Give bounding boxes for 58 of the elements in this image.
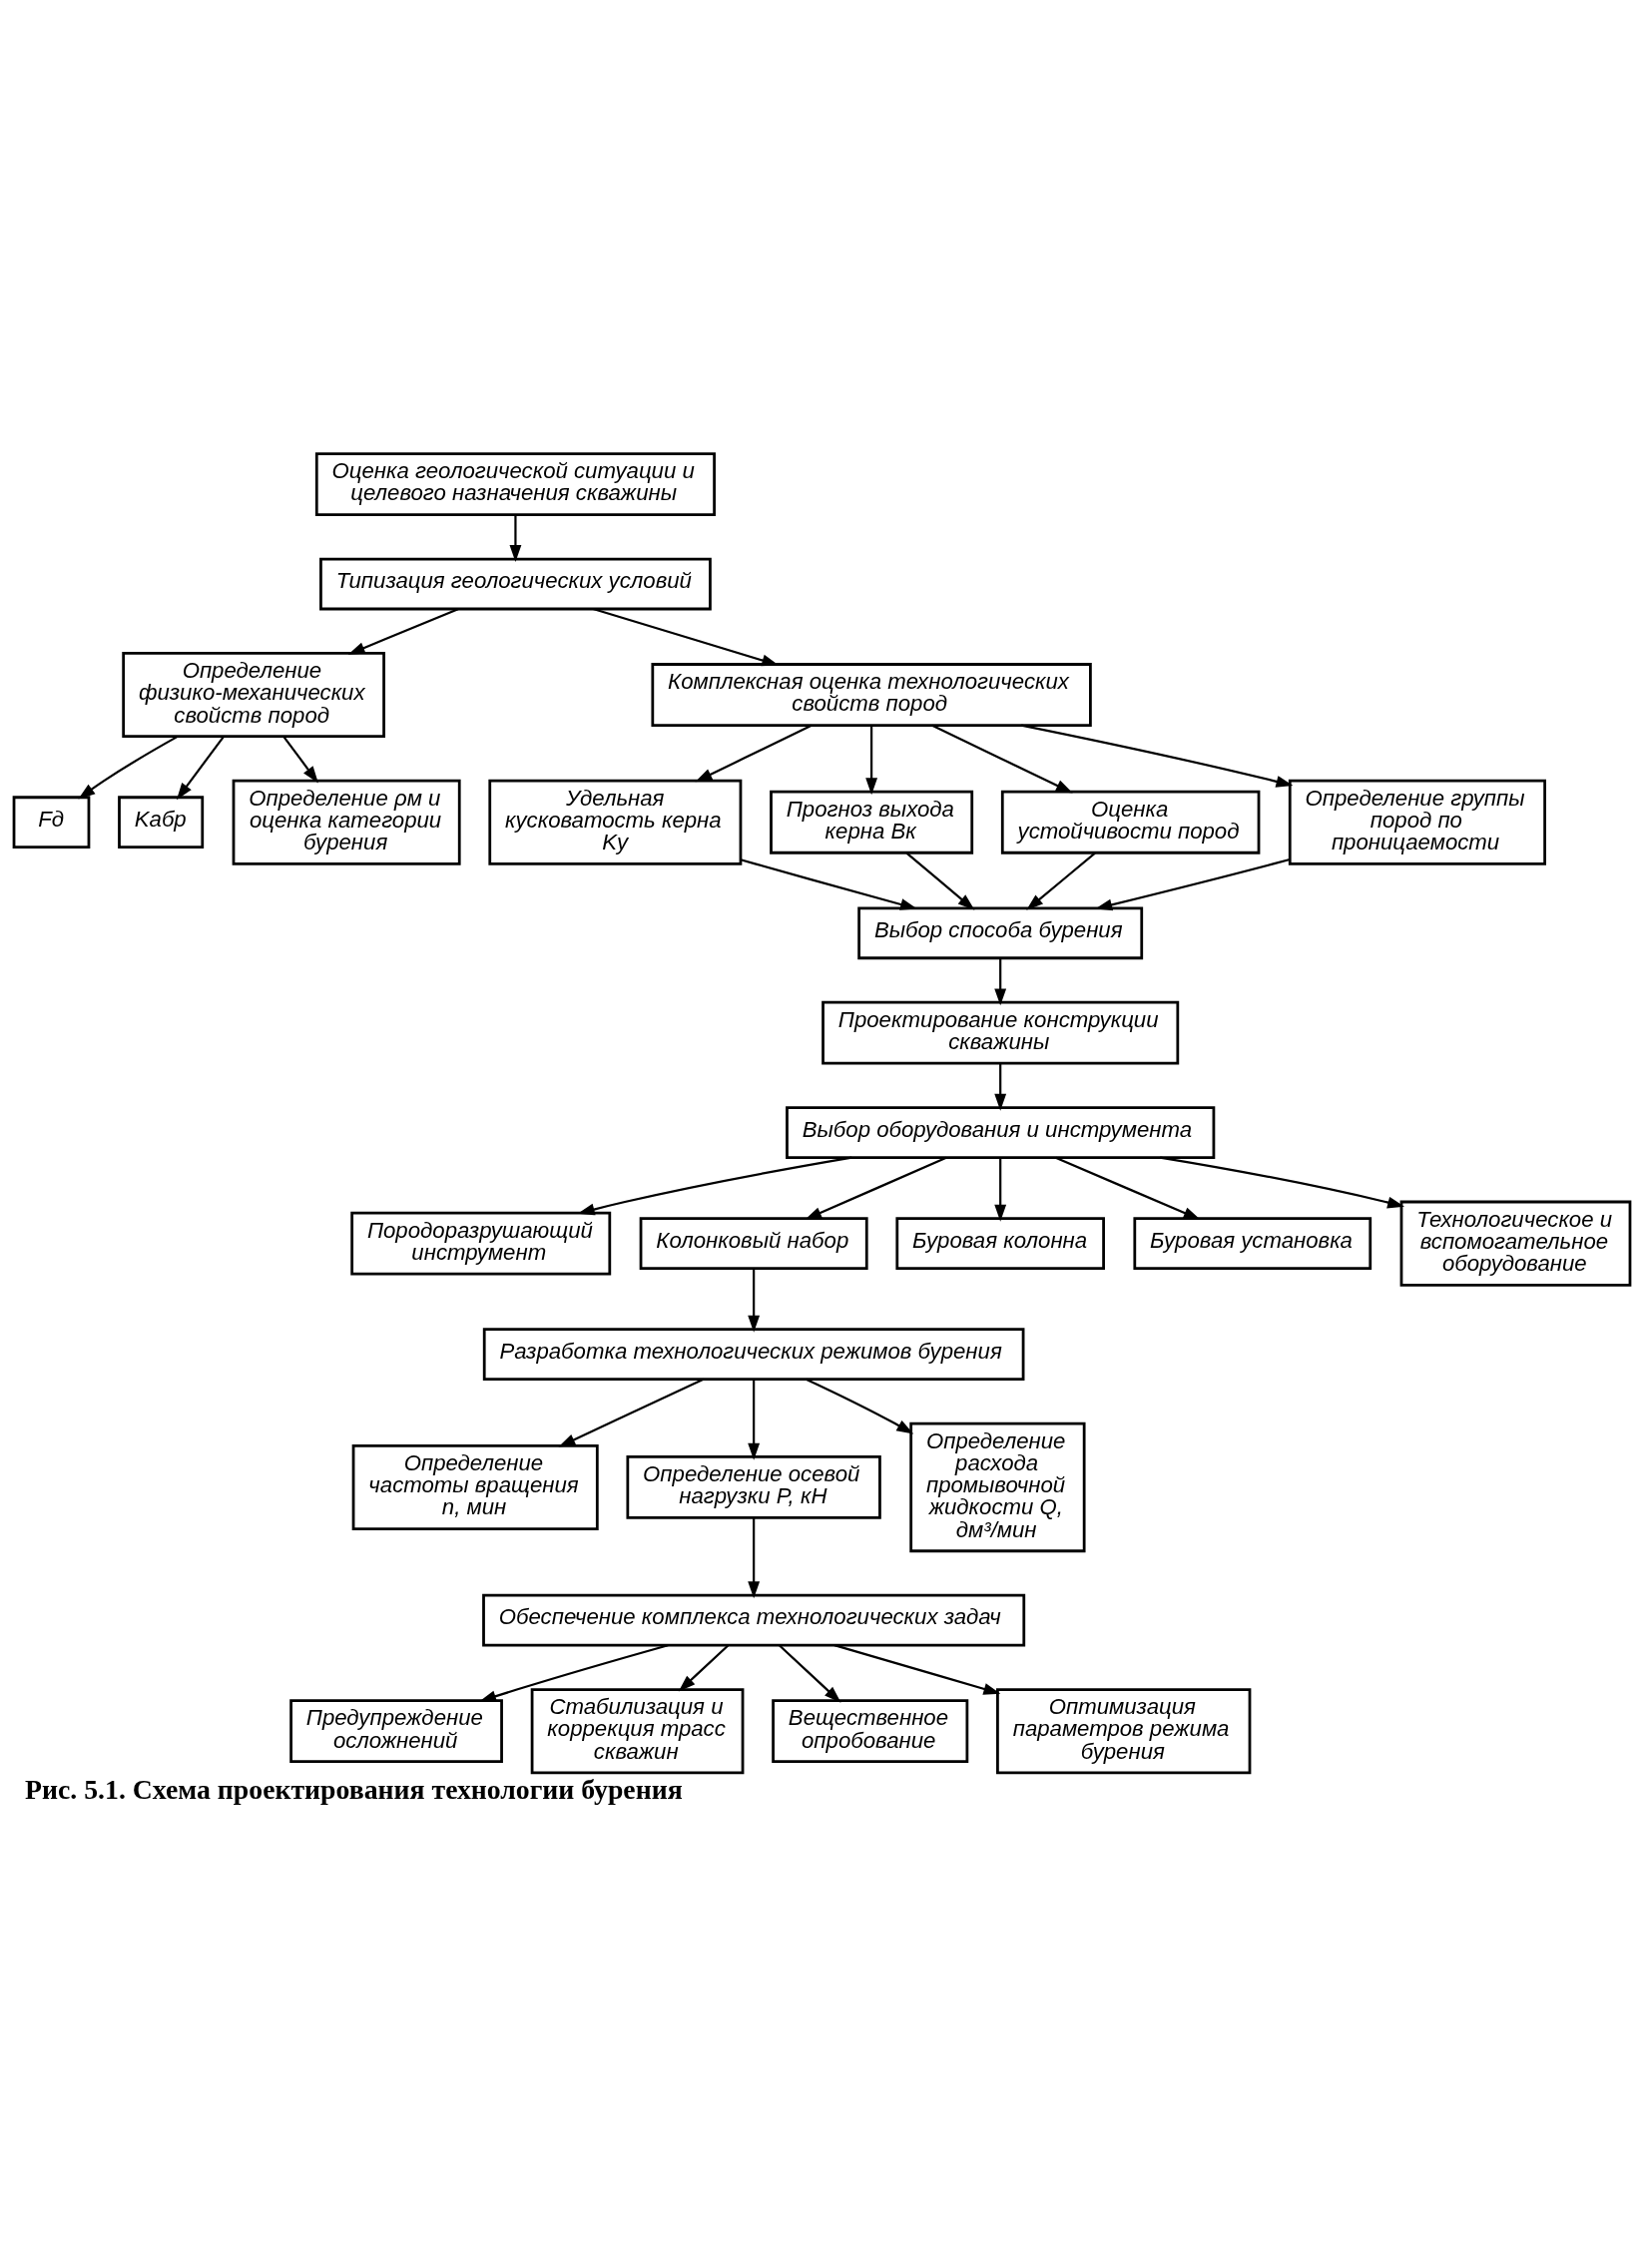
arrow [1095,857,1291,911]
node-box: Стабилизация и коррекция трасс скважин [530,1688,745,1775]
node-box: Типизация геологических условий [319,557,712,611]
node-box: Оценка устойчивости пород [1000,790,1261,854]
node-box: Определение группы пород по проницаемости [1288,779,1547,865]
node-box: Породоразрушающий инструмент [350,1211,612,1276]
node-box: Оценка геологической ситуации и целевого назначения скважины [314,452,716,516]
arrow [282,736,318,784]
arrow [678,1644,730,1692]
arrow [558,1378,705,1447]
arrow [748,1269,761,1333]
node-box: Определение ρм и оценка категории бурения [232,779,461,865]
arrow [806,1378,914,1434]
node-box: Комплексная оценка технологических свойств пород [651,663,1092,727]
arrow [509,514,522,563]
arrow [1160,1156,1405,1209]
node-box: Буровая колонна [895,1217,1105,1270]
arrow [865,726,878,796]
node-box: Kабр [118,796,205,850]
arrow [748,1517,761,1599]
arrow [905,851,975,910]
node-box: Определение физико-механических свойств пород [122,652,385,739]
arrow [347,608,459,655]
node-box: Колонковый набор [639,1217,868,1270]
arrow [78,735,179,800]
arrow [695,724,813,783]
arrow [805,1156,947,1220]
node-box: Удельная кусковатость керна Kу [488,779,743,865]
node-box: Предупреждение осложнений [289,1699,503,1764]
arrow [833,1644,1001,1695]
node-box: Определение частоты вращения n, мин [351,1443,599,1530]
node-box: Проектирование конструкции скважины [822,1000,1180,1065]
node-box: Определение осевой нагрузки P, кН [626,1455,881,1519]
arrow [1026,851,1096,910]
node-box: Разработка технологических режимов бурения [482,1328,1025,1382]
node-box: Выбор оборудования и инструмента [786,1106,1216,1159]
node-box: Буровая установка [1133,1217,1372,1270]
arrow [994,958,1007,1006]
arrow [479,1644,669,1702]
node-box: Технологическое и вспомогательное оборудование [1399,1200,1632,1287]
node-box: Обеспечение комплекса технологических задач [482,1593,1026,1647]
arrow [740,858,917,910]
node-box: Fд [12,796,91,850]
arrow [176,736,225,801]
node-box: Прогноз выхода керна Bк [770,790,974,854]
arrow [994,1158,1007,1222]
arrow [931,724,1073,794]
node-box: Выбор способа бурения [857,906,1144,960]
arrow [748,1380,761,1460]
arrow [577,1156,852,1216]
arrow [1020,724,1294,788]
arrow [994,1063,1007,1111]
node-box: Вещественное опробование [772,1699,969,1764]
arrow [1055,1156,1201,1220]
caption: Рис. 5.1. Схема проектирования технологии бурения [25,1774,683,1806]
node-box: Определение расхода промывочной жидкости Q, дм³/мин [909,1421,1086,1553]
node-box: Оптимизация параметров режима бурения [996,1688,1252,1775]
arrow [779,1644,841,1703]
